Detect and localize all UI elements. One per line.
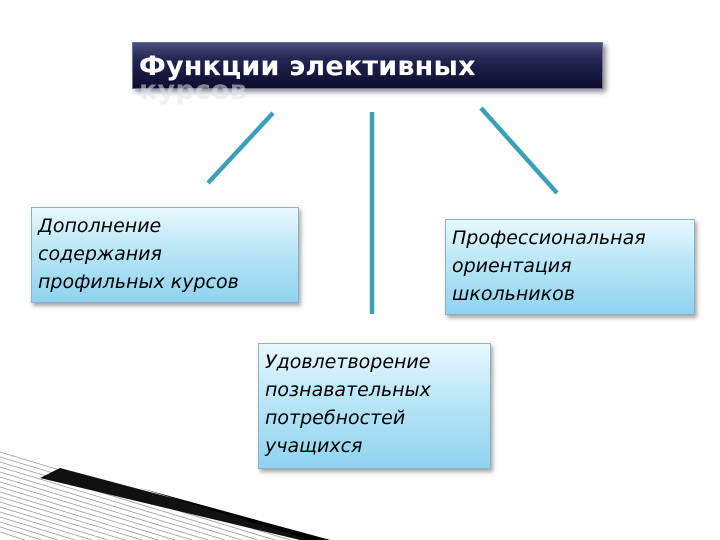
box-bottom-line-2: познавательных [265,379,431,401]
box-bottom-line-4: учащихся [265,435,363,457]
box-right-line-3: школьников [452,283,575,305]
box-bottom-line-3: потребностей [265,407,406,429]
connector-left [206,111,275,185]
function-box-orientation: Профессиональная ориентация школьников [445,219,695,315]
box-right-line-2: ориентация [452,255,572,277]
box-right-line-1: Профессиональная [452,227,646,249]
function-box-supplement: Дополнение содержания профильных курсов [31,207,299,303]
box-left-line-3: профильных курсов [38,271,239,293]
title-line-2: курсов [139,75,248,106]
box-bottom-line-1: Удовлетворение [265,351,431,373]
connector-right [479,106,559,195]
box-left-line-2: содержания [38,243,162,265]
box-left-line-1: Дополнение [38,215,162,237]
diagram-title: Функции элективных курсов [139,45,639,106]
title-line-1: Функции элективных [139,51,476,82]
title-banner [132,42,603,89]
function-box-satisfaction: Удовлетворение познавательных потребност… [258,343,491,469]
